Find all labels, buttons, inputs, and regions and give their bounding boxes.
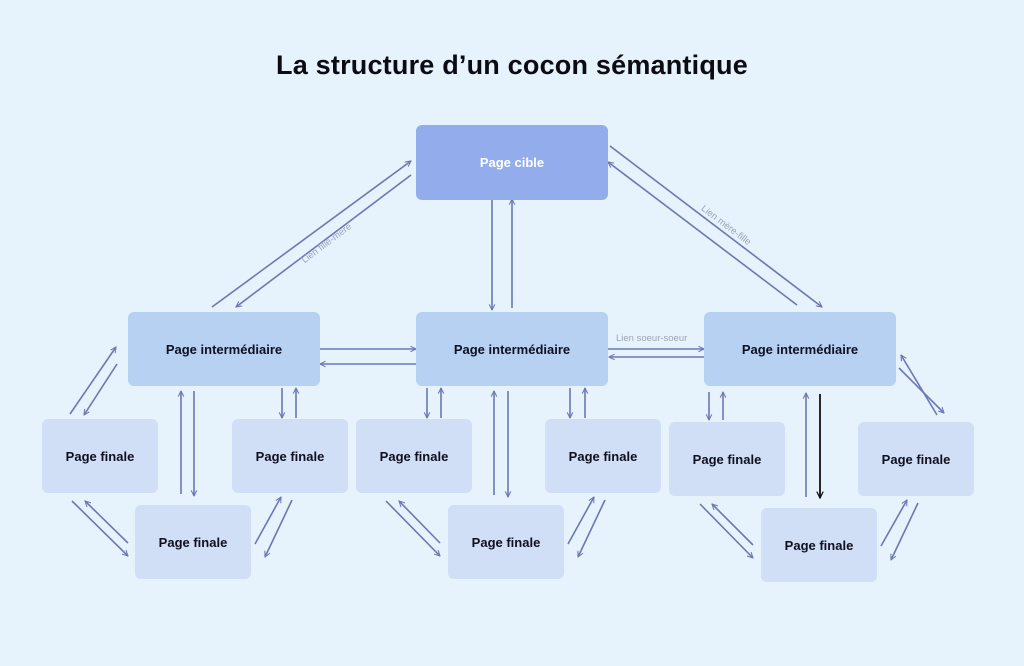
final-page-node: Page finale xyxy=(232,419,348,493)
final-page-node: Page finale xyxy=(858,422,974,496)
final-page-node: Page finale xyxy=(545,419,661,493)
final-page-node: Page finale xyxy=(761,508,877,582)
final-page-node: Page finale xyxy=(135,505,251,579)
final-page-node: Page finale xyxy=(669,422,785,496)
target-page-node: Page cible xyxy=(416,125,608,200)
label-sibling-link: Lien soeur-soeur xyxy=(616,333,688,344)
final-page-node: Page finale xyxy=(448,505,564,579)
intermediate-page-node-left: Page intermédiaire xyxy=(128,312,320,386)
diagram-title: La structure d’un cocon sémantique xyxy=(276,50,748,80)
intermediate-page-node-center: Page intermédiaire xyxy=(416,312,608,386)
final-page-node: Page finale xyxy=(356,419,472,493)
final-page-node: Page finale xyxy=(42,419,158,493)
intermediate-page-node-right: Page intermédiaire xyxy=(704,312,896,386)
